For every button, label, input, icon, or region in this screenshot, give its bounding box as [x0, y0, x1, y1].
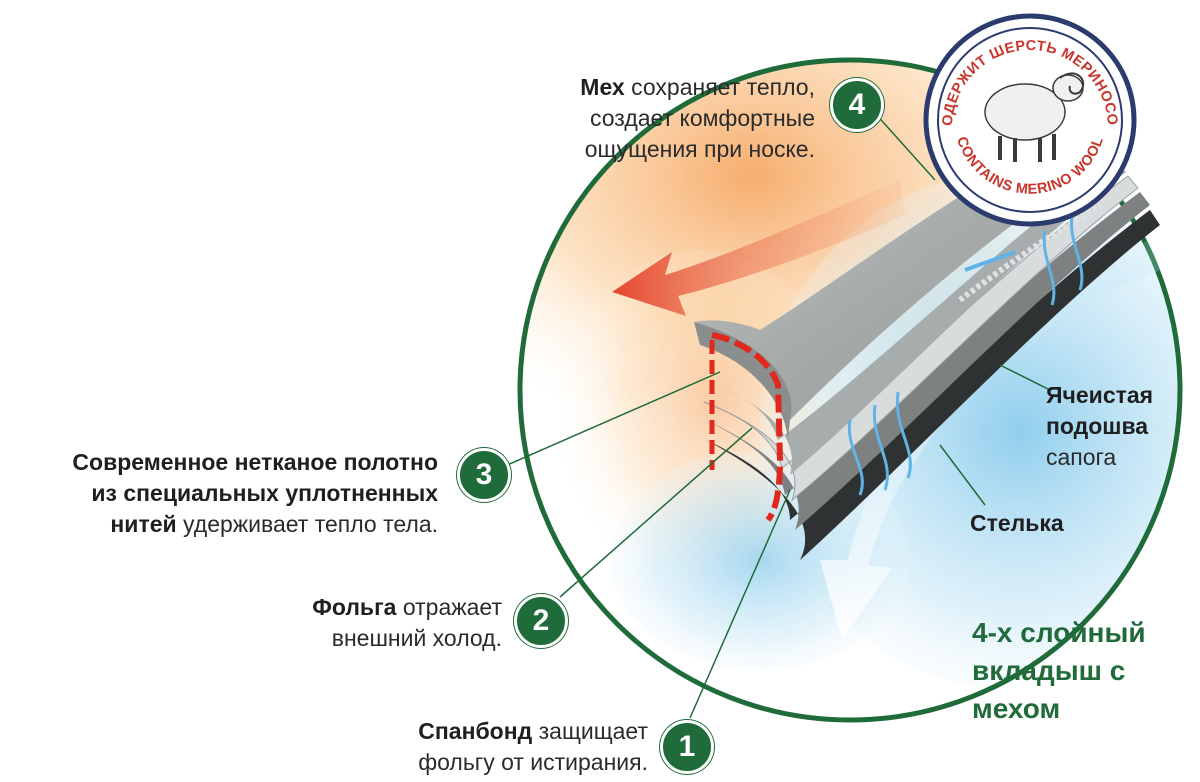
label-fur-line1: сохраняет тепло, — [624, 74, 815, 100]
cold-arrow-icon — [820, 240, 1160, 640]
outer-circle — [517, 57, 1183, 723]
label-spunbond: Спанбонд защищает фольгу от истирания. — [330, 716, 648, 778]
badge-1-number: 1 — [678, 730, 696, 763]
label-foil-line2: внешний холод. — [331, 625, 502, 651]
label-spunbond-line2: фольгу от истирания. — [418, 749, 648, 775]
label-sole: Ячеистая подошва сапога — [1046, 380, 1196, 473]
label-nonwoven-bold3: нитей — [110, 511, 177, 537]
label-foil-line1: отражает — [396, 594, 502, 620]
label-foil: Фольга отражает внешний холод. — [240, 592, 502, 654]
label-nonwoven-rest3: удерживает тепло тела. — [176, 511, 438, 537]
badge-2-number: 2 — [532, 604, 550, 637]
label-spunbond-bold: Спанбонд — [418, 718, 533, 744]
leader-lines — [504, 111, 1051, 719]
label-nonwoven-line1: Современное нетканое полотно — [72, 449, 438, 475]
label-insole-text: Стелька — [970, 510, 1064, 536]
title-line2: вкладыш с — [972, 655, 1126, 686]
diagram-title: 4-х слойный вкладыш с мехом — [972, 614, 1200, 728]
label-insole: Стелька — [970, 508, 1064, 539]
label-fur-line3: ощущения при носке. — [584, 136, 815, 162]
label-sole-line1: Ячеистая — [1046, 382, 1154, 408]
badge-3-number: 3 — [475, 458, 493, 491]
label-fur-bold: Мех — [580, 74, 625, 100]
title-line3: мехом — [972, 693, 1061, 724]
label-nonwoven: Современное нетканое полотно из специаль… — [0, 447, 438, 540]
label-spunbond-line1: защищает — [532, 718, 648, 744]
cut-edge-highlight — [711, 332, 784, 522]
badge-2: 2 — [514, 594, 568, 648]
label-nonwoven-line2: из специальных уплотненных — [91, 480, 438, 506]
label-fur: Мех сохраняет тепло, создает комфортные … — [470, 72, 815, 165]
badge-3: 3 — [457, 448, 511, 502]
badge-1: 1 — [660, 720, 714, 774]
label-sole-line3: сапога — [1046, 444, 1117, 470]
label-foil-bold: Фольга — [312, 594, 397, 620]
badge-4: 4 — [830, 78, 884, 132]
heat-arrow-icon — [612, 180, 905, 316]
badge-4-number: 4 — [848, 88, 866, 121]
title-line1: 4-х слойный — [972, 617, 1146, 648]
label-fur-line2: создает комфортные — [590, 105, 815, 131]
label-sole-line2: подошва — [1046, 413, 1149, 439]
